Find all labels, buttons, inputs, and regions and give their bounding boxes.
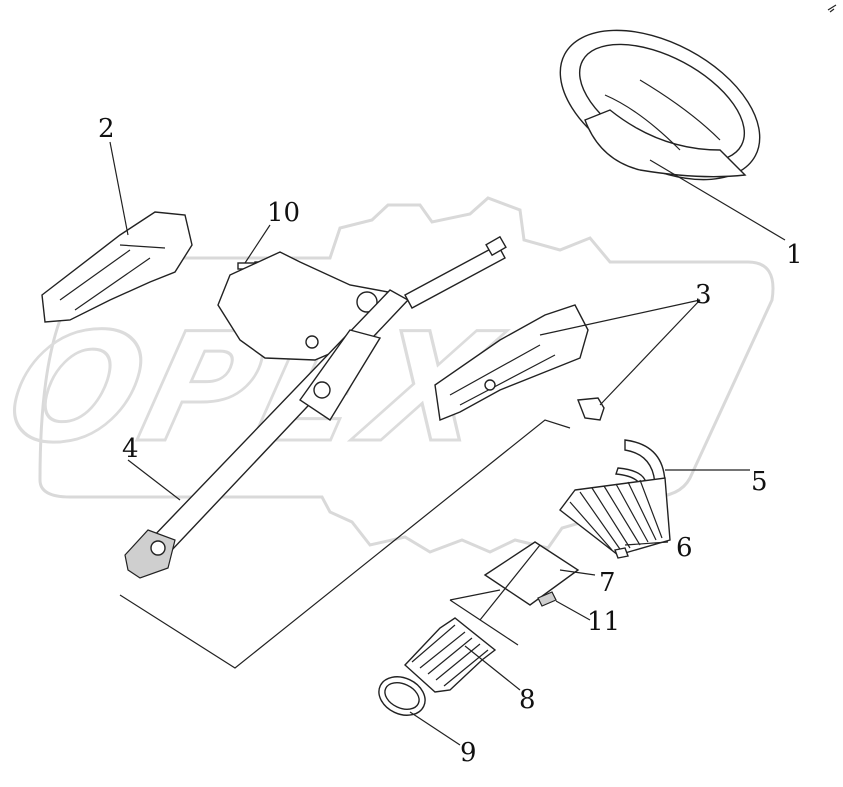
corner-mark — [827, 4, 837, 13]
lower-shroud — [434, 304, 605, 421]
mounting-bracket — [217, 251, 389, 361]
callout-7: 7 — [599, 568, 616, 598]
callout-1: 1 — [786, 240, 803, 270]
clip — [537, 591, 557, 607]
upper-shroud — [41, 211, 193, 323]
callout-2: 2 — [98, 114, 115, 144]
callout-10: 10 — [267, 198, 300, 228]
callout-5: 5 — [751, 467, 768, 497]
callouts: 1 2 3 4 5 6 7 8 9 10 11 — [98, 114, 803, 768]
callout-11: 11 — [587, 607, 620, 637]
plate — [483, 541, 580, 606]
steering-wheel — [559, 29, 761, 181]
bellows — [403, 589, 519, 693]
callout-4: 4 — [122, 434, 139, 464]
ring-clamp — [378, 676, 426, 716]
callout-6: 6 — [676, 533, 693, 563]
leader-lines — [109, 141, 786, 746]
steering-column — [124, 235, 507, 579]
callout-9: 9 — [460, 738, 477, 768]
callout-3: 3 — [695, 280, 712, 310]
callout-8: 8 — [519, 685, 536, 715]
boot — [559, 477, 671, 559]
